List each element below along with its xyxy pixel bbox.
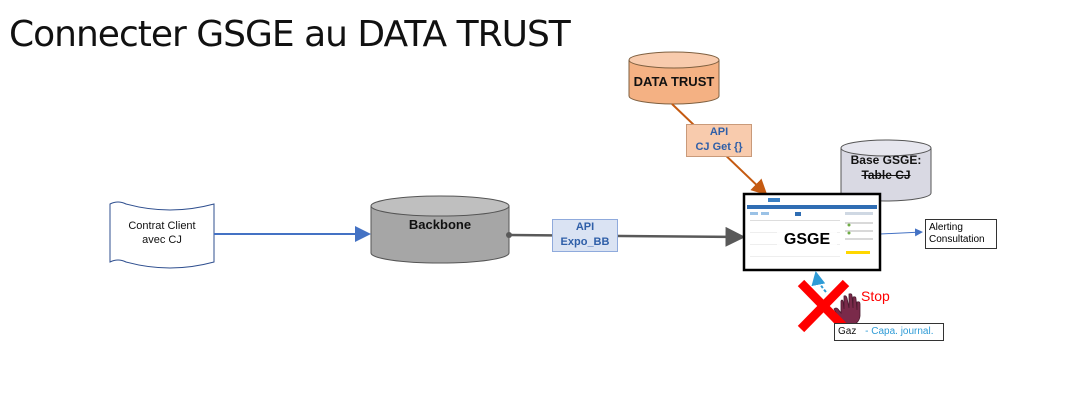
alerting-line2: Consultation xyxy=(929,234,985,245)
contrat-client-shape xyxy=(109,201,215,269)
arrow-backbone-to-gsge xyxy=(508,226,746,247)
alerting-line1: Alerting xyxy=(929,222,963,233)
data-trust-cylinder xyxy=(628,51,720,105)
backbone-cylinder xyxy=(370,195,510,264)
data-trust-label: DATA TRUST xyxy=(633,74,715,89)
base-gsge-label-line2: Table CJ xyxy=(861,168,911,182)
dashed-curved-arrow xyxy=(811,271,827,293)
arrow-gsge-to-alerting xyxy=(879,228,923,237)
gaz-detail: - Capa. journal. xyxy=(865,326,934,337)
api-cj-get-line2: CJ Get {} xyxy=(695,141,743,153)
gaz-label: Gaz xyxy=(838,326,857,337)
base-gsge-cylinder xyxy=(840,139,932,202)
contrat-client-label-line2: avec CJ xyxy=(142,234,182,246)
base-gsge-label-line1: Base GSGE: xyxy=(850,153,922,167)
stop-label: Stop xyxy=(861,288,890,304)
backbone-label: Backbone xyxy=(408,217,472,232)
api-expo-bb-line1: API xyxy=(575,221,595,233)
red-cross-icon xyxy=(797,279,850,333)
gsge-label: GSGE xyxy=(777,231,837,249)
api-cj-get-line1: API xyxy=(709,126,729,138)
api-expo-bb-line2: Expo_BB xyxy=(560,236,610,248)
api-cj-get-box: API CJ Get {} xyxy=(686,124,752,157)
page-title: Connecter GSGE au DATA TRUST xyxy=(9,14,571,55)
contrat-client-label-line1: Contrat Client xyxy=(128,220,196,232)
gaz-box: Gaz - Capa. journal. xyxy=(834,323,944,341)
api-expo-bb-box: API Expo_BB xyxy=(552,219,618,252)
alerting-consultation-box: Alerting Consultation xyxy=(925,219,997,249)
